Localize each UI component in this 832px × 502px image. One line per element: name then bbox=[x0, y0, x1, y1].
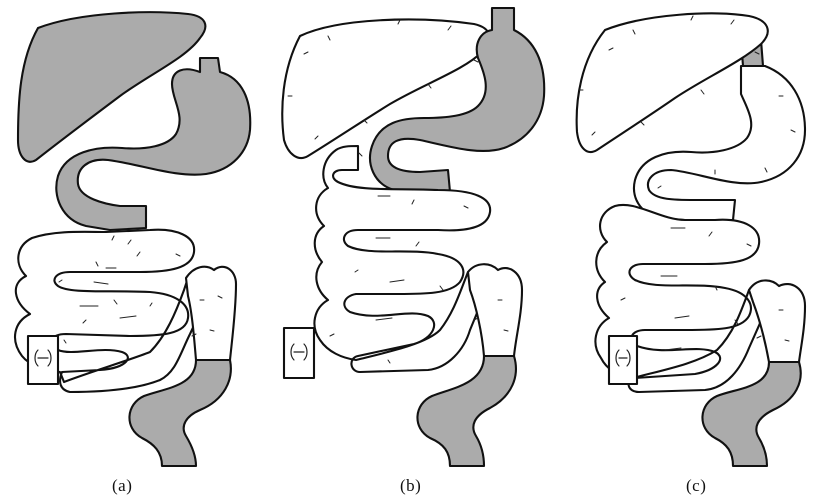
stoma-patch-b bbox=[284, 328, 314, 378]
panel-a-label: (a) bbox=[112, 476, 132, 496]
colon-white-b bbox=[468, 264, 522, 356]
stoma-patch-a bbox=[28, 336, 58, 384]
panel-c-diagram bbox=[565, 0, 832, 470]
stoma-patch-c bbox=[609, 336, 637, 384]
panel-c-label: (c) bbox=[686, 476, 706, 496]
panel-b-diagram bbox=[278, 0, 553, 470]
panel-a-diagram bbox=[0, 0, 265, 470]
panel-a-svg bbox=[0, 0, 265, 470]
colon-gray-b bbox=[417, 356, 515, 466]
liver-c bbox=[577, 13, 768, 152]
panel-b-svg bbox=[278, 0, 553, 470]
panel-b-label: (b) bbox=[400, 476, 421, 496]
colon-white-a bbox=[186, 267, 236, 360]
panel-c-svg bbox=[565, 0, 832, 470]
